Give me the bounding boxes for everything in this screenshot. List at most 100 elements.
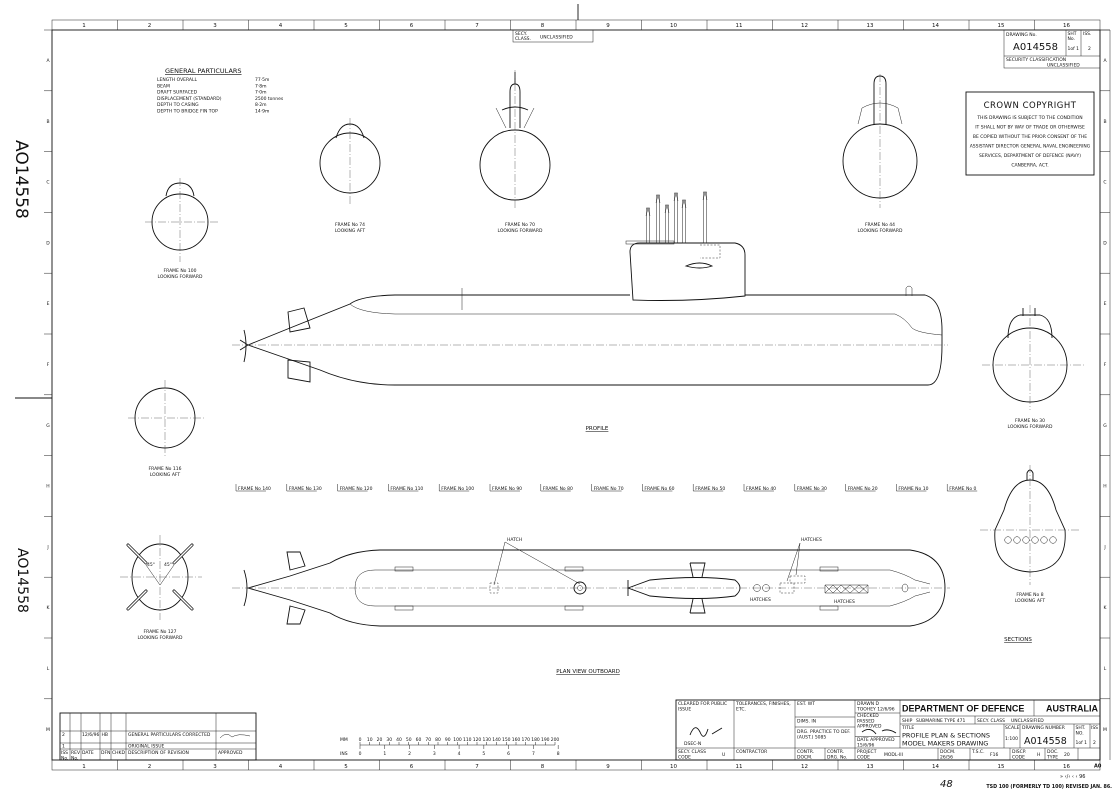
section-frame-74 <box>319 118 381 205</box>
column-label-top: 7 <box>475 23 479 29</box>
section-frame-8 <box>980 465 1080 585</box>
column-label-bottom: 3 <box>213 764 217 770</box>
sht-no-value: 1of 1 <box>1076 740 1088 746</box>
mm-tick-label: 50 <box>406 737 412 743</box>
hatch-label: HATCH <box>507 537 522 543</box>
column-label-bottom: 4 <box>279 764 283 770</box>
iss-label-tb: ISS <box>1091 725 1098 731</box>
docm-value: 26/56 <box>940 754 953 760</box>
discp-value: H <box>1037 752 1040 758</box>
sht-value: 1of 1 <box>1068 46 1080 52</box>
section-view: LOOKING FORWARD <box>1008 424 1053 430</box>
drawing-no-value: A014558 <box>1013 42 1058 53</box>
row-label-right: M <box>1103 727 1107 733</box>
particular-value: 8·2m <box>255 102 267 108</box>
handwritten-page-number: 48 <box>940 779 953 790</box>
particular-value: 77·5m <box>255 77 269 83</box>
inch-tick-label: 2 <box>408 751 411 757</box>
mm-tick-label: 100 <box>453 737 462 743</box>
secy-class-value: UNCLASSIFIED <box>540 35 573 41</box>
particular-label: DRAFT SURFACED <box>157 90 198 96</box>
column-label-bottom: 9 <box>606 764 610 770</box>
torpedo-tube <box>1013 536 1021 544</box>
frame-station-label: FRAME No 70 <box>594 486 624 492</box>
tsc-value: F16 <box>990 752 998 758</box>
copyright-line: BE COPIED WITHOUT THE PRIOR CONSENT OF T… <box>973 134 1087 140</box>
column-label-bottom: 6 <box>410 764 414 770</box>
inch-tick-label: 1 <box>383 751 386 757</box>
section-view: LOOKING FORWARD <box>158 274 203 280</box>
drawing-border <box>51 29 1101 761</box>
copyright-line: CANBERRA, ACT. <box>1011 163 1048 169</box>
row-label-right: D <box>1103 240 1107 246</box>
mm-tick-label: 190 <box>541 737 550 743</box>
form-note: TSD 100 (FORMERLY TD 100) REVISED JAN. 8… <box>986 784 1112 790</box>
mm-label: MM <box>340 737 348 743</box>
department-name: DEPARTMENT OF DEFENCE <box>902 704 1024 714</box>
drg-practice-label: DRG. PRACTICE TO DEF.(AUST.) 5085 <box>797 729 851 740</box>
column-label-bottom: 12 <box>801 764 808 770</box>
particular-value: 7·8m <box>255 83 267 89</box>
inch-tick-label: 4 <box>458 751 461 757</box>
frame-station-label: FRAME No 0 <box>949 486 976 492</box>
particular-value: 14·9m <box>255 109 269 115</box>
approval-signature <box>861 729 897 735</box>
dims-in-label: DIMS. IN <box>797 719 816 725</box>
section-frame-100 <box>145 178 218 262</box>
margin-stamp-bottom: AO14558 <box>14 548 30 613</box>
inch-tick-label: 8 <box>557 751 560 757</box>
iss-value-tb: 2 <box>1093 740 1096 746</box>
checked-label: CHECKED <box>857 713 879 719</box>
copyright-line: SERVICES, DEPARTMENT OF DEFENCE (NAVY) <box>979 153 1081 159</box>
section-view: LOOKING FORWARD <box>498 228 543 234</box>
section-frame: FRAME No 30 <box>1015 418 1045 424</box>
general-particulars-title: GENERAL PARTICULARS <box>165 67 242 75</box>
scale-value: 1:100 <box>1005 736 1018 742</box>
column-label-bottom: 10 <box>670 764 677 770</box>
row-label-right: K <box>1104 605 1108 611</box>
row-label-right: H <box>1103 484 1106 490</box>
contr-drg-label: CONTR.DRG. No. <box>827 749 847 760</box>
frame-station-label: FRAME No 130 <box>289 486 322 492</box>
section-frame: FRAME No 8 <box>1016 592 1043 598</box>
mm-tick-label: 140 <box>492 737 501 743</box>
plan-view: HATCH HATCHES HATCHES HATCHES PLAN VIEW … <box>232 537 950 675</box>
section-view: LOOKING AFT <box>1015 598 1046 604</box>
frame-station-label: FRAME No 80 <box>543 486 573 492</box>
margin-stamp-top: AO14558 <box>11 140 31 219</box>
revision-iss: 2 <box>62 732 65 738</box>
inch-tick-label: 0 <box>359 751 362 757</box>
row-label-right: F <box>1104 362 1107 368</box>
column-label-top: 12 <box>801 23 808 29</box>
date-approved: 15/6/96 <box>857 742 874 748</box>
secy-class-code: U <box>722 752 725 758</box>
inch-tick-label: 3 <box>433 751 436 757</box>
column-label-top: 2 <box>148 23 152 29</box>
particular-value: 2500 tonnes <box>255 96 284 102</box>
outer-border <box>51 19 1101 771</box>
row-label-right: C <box>1103 180 1106 186</box>
drawing-number-label: DRAWING NUMBER <box>1022 725 1065 731</box>
row-label-left: C <box>46 180 49 186</box>
contr-docm-label: CONTR.DOCM. <box>797 749 814 760</box>
cleared-ref: DSEC-N <box>684 741 701 747</box>
section-frame: FRAME No 100 <box>164 268 197 274</box>
drawing-no-label: DRAWING No. <box>1006 32 1037 38</box>
inch-tick-label: 7 <box>532 751 535 757</box>
mm-tick-label: 20 <box>377 737 383 743</box>
revision-dfn: HB <box>102 732 108 738</box>
row-label-right: L <box>1104 666 1107 672</box>
